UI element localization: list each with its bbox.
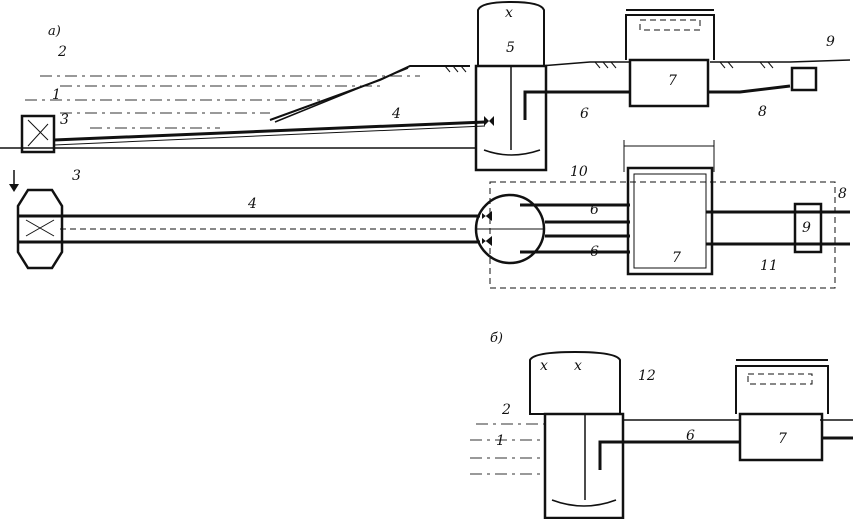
hoist-icon: x [574, 358, 582, 374]
intake-screen [27, 119, 49, 147]
well-bottom [483, 149, 541, 156]
panel-label-b: б) [490, 331, 503, 346]
hoist-icon: x [540, 358, 548, 374]
label-10: 10 [570, 164, 588, 180]
label-1: 1 [496, 433, 505, 449]
label-5: 5 [506, 40, 515, 56]
label-9: 9 [826, 34, 835, 50]
pump-station [628, 58, 710, 108]
label-3: 3 [72, 168, 81, 184]
panel-a-plan: 3 4 10 6 6 7 9 8 11 [9, 140, 850, 289]
bank-slope-inner [274, 67, 409, 123]
ground-line [710, 59, 851, 63]
gravity-pipe [53, 120, 486, 142]
label-8: 8 [758, 104, 767, 120]
hoist-icon: x [505, 5, 513, 21]
site-boundary [489, 181, 836, 289]
pump-station-inner [633, 173, 707, 269]
valve-chamber-plan [793, 202, 823, 254]
label-6: 6 [686, 428, 695, 444]
well-superstructure [529, 350, 621, 415]
label-3: 3 [60, 112, 69, 128]
pump-station-building [625, 14, 715, 60]
well-superstructure [477, 0, 545, 66]
suction-pipe [598, 440, 740, 470]
label-12: 12 [638, 368, 656, 384]
label-2: 2 [57, 44, 67, 60]
pump-station-building [735, 365, 829, 414]
intake-head [20, 114, 56, 154]
flow-arrow-head [9, 184, 19, 192]
intake-head-plan [16, 188, 64, 270]
suction-pipe [523, 90, 630, 120]
crane-beam [639, 19, 701, 31]
pump-station-plan [626, 166, 714, 276]
valve-chamber [790, 66, 818, 92]
ground-line [539, 61, 630, 67]
pressure-pipe [708, 84, 791, 94]
label-6: 6 [590, 202, 599, 218]
building-outline [623, 140, 715, 172]
gravity-pipe-edge [53, 125, 486, 146]
label-8: 8 [838, 186, 847, 202]
label-6: 6 [580, 106, 589, 122]
label-4: 4 [391, 106, 401, 122]
label-7: 7 [672, 250, 681, 266]
label-4: 4 [247, 196, 257, 212]
label-11: 11 [760, 258, 778, 274]
panel-label-a: а) [48, 24, 61, 39]
label-6: 6 [590, 244, 599, 260]
label-2: 2 [501, 402, 511, 418]
label-9: 9 [802, 220, 811, 236]
intake-head-screen [24, 215, 56, 243]
crane-beam [747, 373, 813, 385]
ground-hatch [444, 61, 774, 73]
label-7: 7 [778, 431, 787, 447]
well-bottom [551, 499, 617, 507]
valve-icon [484, 116, 494, 126]
valve-icon [482, 211, 492, 246]
label-7: 7 [668, 73, 677, 89]
label-1: 1 [52, 87, 61, 103]
panel-b-section: б) x x 2 1 12 6 7 [470, 331, 853, 519]
panel-a-section: а) x [0, 0, 851, 172]
